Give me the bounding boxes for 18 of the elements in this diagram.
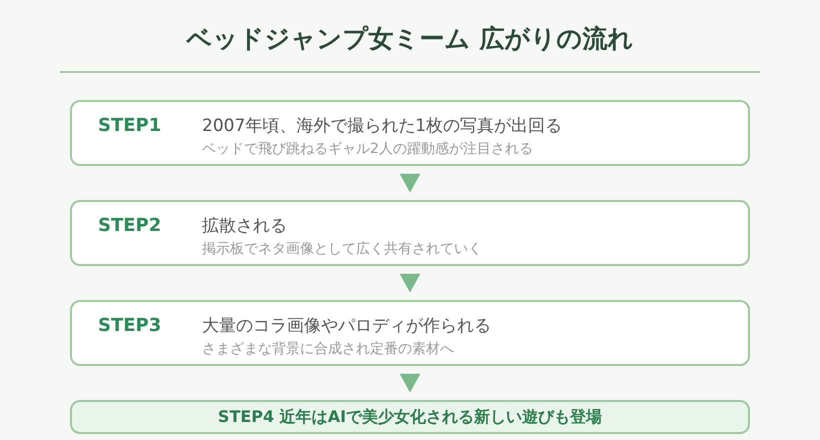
- step-summary: STEP4 近年はAIで美少女化される新しい遊びも登場: [216, 407, 604, 428]
- highlight-box: [70, 400, 750, 434]
- title: ベッドジャンプ女ミーム 広がりの流れ: [185, 23, 634, 55]
- step-label: STEP3: [98, 315, 162, 336]
- step-heading: 大量のコラ画像やパロディが作られる: [202, 315, 491, 337]
- step-box: [70, 200, 750, 266]
- step-heading: 2007年頃、海外で撮られた1枚の写真が出回る: [202, 115, 562, 137]
- step-description: ベッドで飛び跳ねるギャル2人の躍動感が注目される: [202, 140, 533, 158]
- step-label: STEP1: [98, 115, 162, 136]
- step-description: 掲示板でネタ画像として広く共有されていく: [202, 240, 482, 258]
- step-box: [70, 300, 750, 366]
- down-arrow: [400, 274, 420, 292]
- step-heading: 拡散される: [202, 215, 287, 237]
- step-label: STEP2: [98, 215, 162, 236]
- down-arrow: [400, 374, 420, 392]
- down-arrow: [400, 174, 420, 192]
- step-description: さまざまな背景に合成され定番の素材へ: [202, 340, 454, 358]
- step-box: [70, 100, 750, 166]
